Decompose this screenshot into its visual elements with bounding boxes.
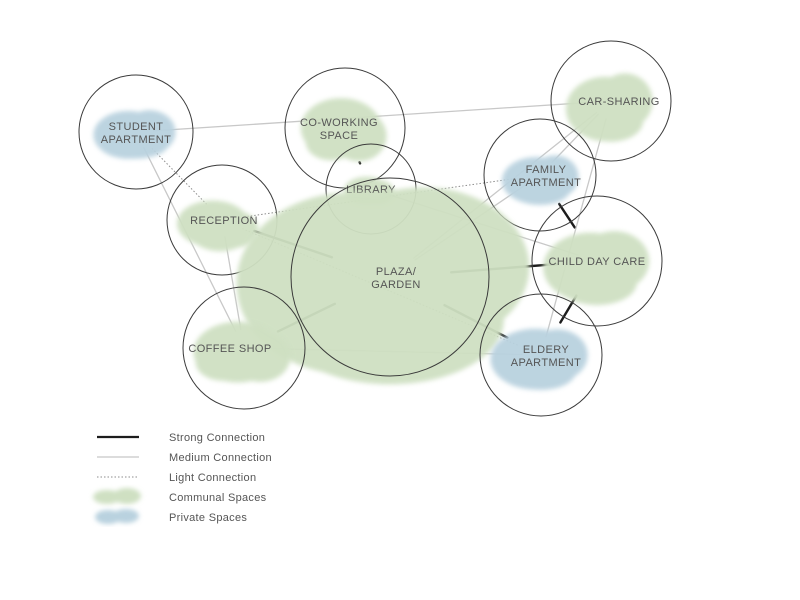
node-label: APARTMENT — [511, 177, 581, 189]
legend-communal-label: Communal Spaces — [169, 492, 267, 504]
node-blob — [93, 110, 176, 159]
node-label: RECEPTION — [190, 215, 258, 227]
node-label: PLAZA/ — [376, 266, 417, 278]
connection-medium-reception-coffee_shop — [224, 236, 242, 331]
node-label: CO-WORKING — [300, 117, 378, 129]
legend: Strong Connection Medium Connection Ligh… — [93, 432, 272, 524]
legend-private-label: Private Spaces — [169, 512, 247, 524]
node-label: STUDENT — [109, 121, 164, 133]
node-outline — [479, 293, 603, 417]
node-blob — [565, 73, 653, 142]
node-label: FAMILY — [526, 164, 567, 176]
connection-medium-car_sharing-eldery_apartment — [545, 118, 607, 338]
node-label: ELDERY — [523, 344, 569, 356]
node-outline — [290, 177, 490, 377]
node-car-sharing: CAR-SHARING — [550, 40, 672, 162]
node-blob — [300, 98, 387, 162]
node-blob — [501, 155, 579, 205]
node-reception: RECEPTION — [166, 164, 278, 276]
node-coffee-shop: COFFEE SHOP — [182, 286, 306, 410]
node-blob — [193, 321, 291, 383]
legend-medium-label: Medium Connection — [169, 452, 272, 464]
node-label: COFFEE SHOP — [188, 343, 271, 355]
nodes-layer: STUDENTAPARTMENTCO-WORKINGSPACECAR-SHARI… — [78, 40, 672, 417]
node-plaza: PLAZA/GARDEN — [236, 177, 530, 385]
node-outline — [531, 195, 663, 327]
node-blob — [490, 328, 588, 390]
connection-light-student_apartment-reception — [151, 147, 207, 205]
node-outline — [483, 118, 597, 232]
node-label: CHILD DAY CARE — [549, 256, 646, 268]
legend-light-label: Light Connection — [169, 472, 256, 484]
node-blob — [176, 200, 259, 252]
node-blob — [543, 231, 650, 306]
node-label: GARDEN — [371, 279, 420, 291]
node-label: APARTMENT — [101, 134, 171, 146]
node-outline — [182, 286, 306, 410]
node-label: APARTMENT — [511, 357, 581, 369]
node-outline — [550, 40, 672, 162]
node-label: SPACE — [320, 130, 358, 142]
node-outline — [78, 74, 194, 190]
legend-communal-swatch — [93, 488, 141, 504]
node-child-day-care: CHILD DAY CARE — [531, 195, 663, 327]
connection-strong-family_apartment-child_day_care — [557, 202, 576, 229]
node-label: CAR-SHARING — [578, 96, 659, 108]
node-blob — [236, 187, 530, 385]
legend-strong-label: Strong Connection — [169, 432, 265, 444]
legend-private-swatch — [95, 509, 139, 524]
